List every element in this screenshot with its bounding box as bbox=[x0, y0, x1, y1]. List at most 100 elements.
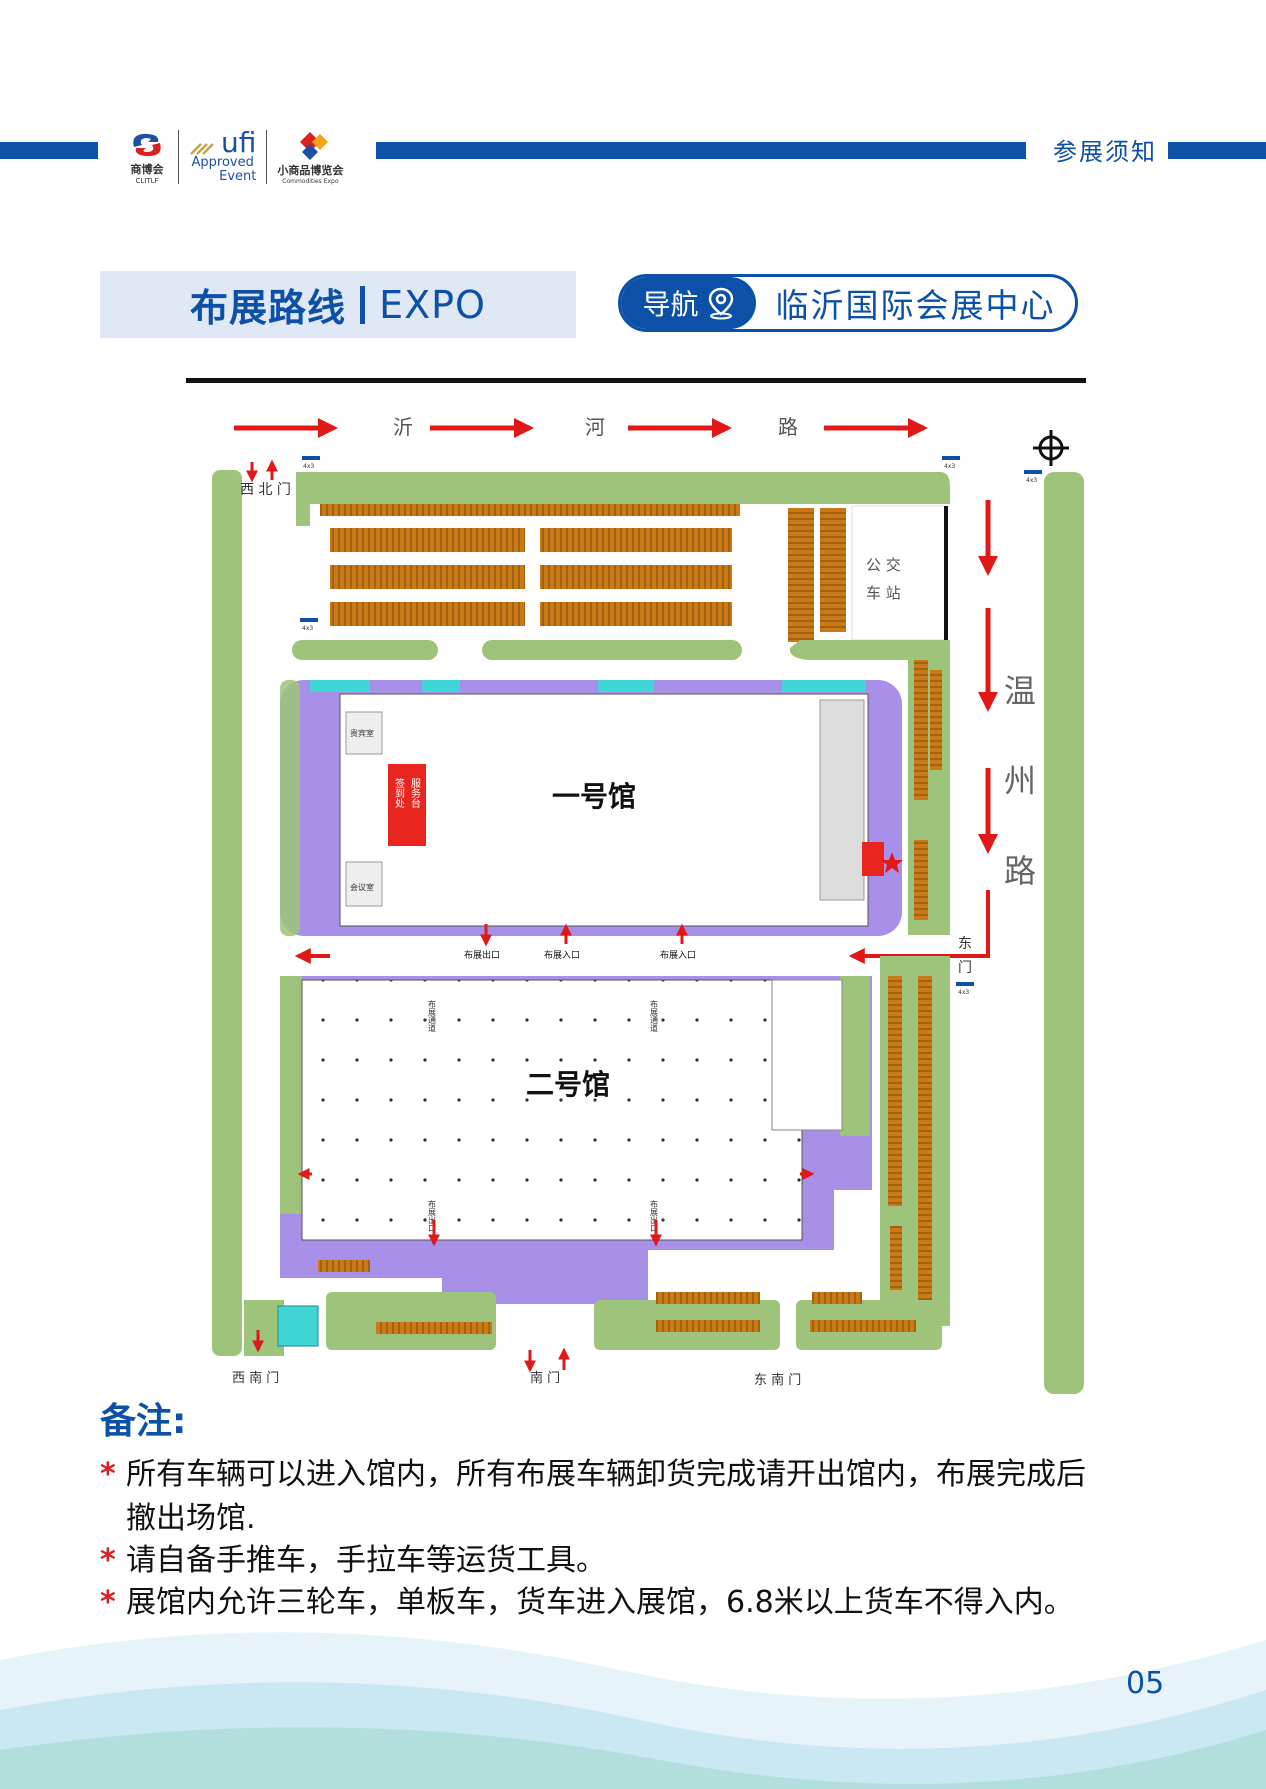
note-text: 请自备手推车，手拉车等运货工具。 bbox=[126, 1543, 606, 1578]
section-title-en: EXPO bbox=[379, 282, 486, 327]
green-island bbox=[482, 640, 742, 660]
east-green-strip bbox=[1044, 472, 1084, 1394]
parking-row bbox=[812, 1292, 862, 1304]
parking-row bbox=[376, 1322, 492, 1334]
section-title-box: 布展路线 EXPO bbox=[100, 271, 576, 338]
logo-divider bbox=[178, 130, 179, 184]
road-north-char-1: 沂 bbox=[393, 415, 413, 439]
note-item: *请自备手推车，手拉车等运货工具。 bbox=[100, 1540, 1200, 1582]
bus-station-label-2: 车 站 bbox=[866, 584, 901, 602]
note-text: 展馆内允许三轮车，单板车，货车进入展馆，6.8米以上货车不得入内。 bbox=[126, 1585, 1074, 1620]
hall2-passage-label: 布展通道 bbox=[650, 999, 659, 1033]
sign-marker: 4x3 bbox=[942, 456, 960, 470]
road-north-char-3: 路 bbox=[778, 415, 798, 439]
navigation-label-box: 导航 bbox=[621, 277, 756, 329]
notes-heading: 备注: bbox=[100, 1401, 187, 1442]
hall2-exit-label: 布展出口 bbox=[650, 1199, 659, 1232]
hall1-vip-label: 贵宾室 bbox=[350, 728, 374, 738]
note-item-continued: 撤出场馆. bbox=[100, 1498, 1200, 1540]
header-logos: 商博会 CLITLF ufi Approved Event 小商品博览会 Com… bbox=[126, 124, 344, 190]
west-green-strip bbox=[212, 470, 242, 1356]
location-pin-icon bbox=[708, 287, 733, 320]
star-marker-icon bbox=[881, 852, 903, 873]
header-bar-right bbox=[1168, 142, 1266, 159]
cyan-entrance bbox=[598, 680, 654, 692]
hall1-signin-label-1: 签到处 bbox=[393, 777, 405, 809]
parking-row bbox=[914, 660, 928, 800]
note-item: *所有车辆可以进入馆内，所有布展车辆卸货完成请开出馆内，布展完成后 bbox=[100, 1454, 1200, 1496]
section-title-divider bbox=[360, 285, 366, 324]
note-text: 所有车辆可以进入馆内，所有布展车辆卸货完成请开出馆内，布展完成后 bbox=[126, 1457, 1086, 1492]
hall1-meeting-room bbox=[345, 861, 383, 907]
shangbohui-logo-icon bbox=[133, 133, 161, 157]
hall2-green-edge bbox=[280, 976, 302, 1214]
logo-ufi: ufi Approved Event bbox=[189, 126, 257, 184]
hall1-signin-desk[interactable] bbox=[388, 764, 426, 846]
logo-commodities-name: 小商品博览会 bbox=[277, 163, 344, 177]
cyan-entrance bbox=[422, 680, 460, 692]
note-star-icon: * bbox=[100, 1585, 116, 1620]
north-green-strip bbox=[296, 472, 950, 526]
navigation-label: 导航 bbox=[642, 288, 699, 321]
green-island bbox=[789, 640, 950, 660]
parking-row bbox=[918, 976, 932, 1316]
hall1-east-service bbox=[819, 699, 865, 901]
logo-ufi-sub1: Approved bbox=[191, 155, 254, 170]
note-text: 撤出场馆. bbox=[126, 1501, 256, 1536]
sign-marker: 4x3 bbox=[1024, 470, 1042, 484]
logo-ufi-sub2: Event bbox=[219, 169, 257, 184]
hall2-name: 二号馆 bbox=[526, 1068, 610, 1101]
hall2-service-block bbox=[771, 979, 843, 1131]
logo-divider bbox=[266, 130, 268, 184]
hall1-entry-label: 布展入口 bbox=[660, 949, 696, 961]
sign-marker-text: 4x3 bbox=[302, 625, 313, 632]
header-bar-middle bbox=[376, 142, 1026, 159]
hall1-name: 一号馆 bbox=[552, 780, 636, 813]
hall2-exit-label: 布展出口 bbox=[428, 1199, 437, 1232]
navigation-pill[interactable]: 导航 临沂国际会展中心 bbox=[618, 274, 1078, 332]
sign-marker: 4x3 bbox=[300, 618, 318, 632]
venue-map: 沂 河 路 公 交 车 站 温 州 路 东 门 bbox=[212, 415, 1084, 1394]
cyan-entrance bbox=[782, 680, 866, 692]
logo-commodities: 小商品博览会 Commodities Expo bbox=[277, 130, 343, 185]
logo-shangbohui: 商博会 CLITLF bbox=[126, 129, 168, 185]
cyan-entrance bbox=[310, 680, 370, 692]
navigation-venue: 临沂国际会展中心 bbox=[775, 286, 1056, 325]
logo-shangbohui-name: 商博会 bbox=[130, 163, 164, 176]
parking-row bbox=[890, 1226, 902, 1290]
hall1-vip-room bbox=[345, 711, 383, 755]
sign-marker: 4x3 bbox=[302, 456, 320, 470]
sign-marker-text: 4x3 bbox=[958, 989, 969, 996]
road-east-char-2: 州 bbox=[1004, 762, 1036, 800]
road-east-char-1: 温 bbox=[1004, 672, 1036, 710]
parking-row bbox=[330, 602, 525, 626]
parking-row bbox=[656, 1292, 760, 1304]
parking-row bbox=[330, 565, 525, 589]
parking-row bbox=[540, 528, 732, 552]
footer-wave-decoration bbox=[0, 1632, 1266, 1789]
cyan-structure bbox=[277, 1305, 319, 1347]
commodities-diamond-icon bbox=[300, 131, 329, 160]
map-top-rule bbox=[186, 378, 1086, 383]
header-bar-left bbox=[0, 142, 98, 159]
parking-row bbox=[318, 1260, 370, 1272]
hall2-passage-label: 布展通道 bbox=[428, 999, 437, 1033]
parking-row bbox=[540, 602, 732, 626]
hall1-entry-label: 布展入口 bbox=[544, 949, 580, 961]
page-number: 05 bbox=[1126, 1666, 1165, 1701]
hall2-green-edge bbox=[840, 976, 870, 1136]
logo-ufi-name: ufi bbox=[221, 126, 257, 159]
parking-row bbox=[330, 528, 525, 552]
hall1-signin-label-2: 服务台 bbox=[409, 778, 421, 809]
parking-row bbox=[788, 508, 814, 642]
parking-row bbox=[888, 976, 902, 1206]
parking-row bbox=[914, 840, 928, 920]
compass-icon bbox=[1033, 430, 1069, 466]
parking-row bbox=[656, 1320, 760, 1332]
road-north-char-2: 河 bbox=[585, 415, 605, 439]
hall1-exit-label: 布展出口 bbox=[464, 949, 500, 961]
road-east-char-3: 路 bbox=[1004, 852, 1036, 890]
gate-southwest-label: 西 南 门 bbox=[232, 1370, 279, 1386]
hall1-reg-desk[interactable] bbox=[862, 842, 884, 876]
gate-south-label: 南 门 bbox=[530, 1370, 560, 1386]
